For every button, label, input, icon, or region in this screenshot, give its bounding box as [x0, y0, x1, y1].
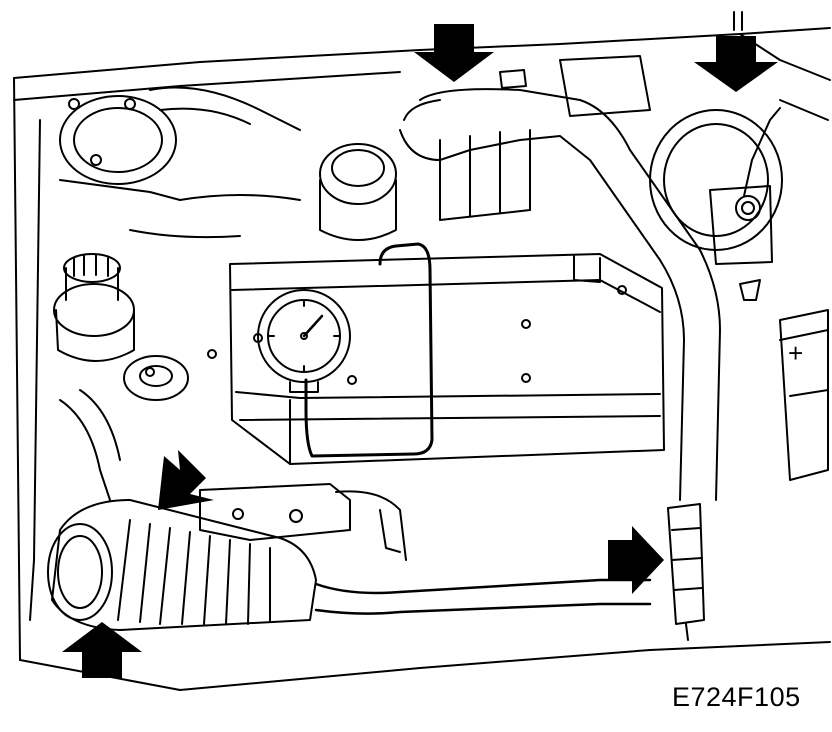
down-arrow-icon: [694, 36, 778, 92]
up-arrow-icon: [62, 622, 142, 678]
valve-cover: [207, 253, 665, 465]
vacuum-gauge: [257, 289, 351, 393]
coolant-expansion-tank: [319, 143, 397, 241]
diagonal-arrow-icon: [158, 450, 214, 510]
battery: [779, 309, 829, 481]
right-arrow-icon: [608, 526, 664, 594]
misc-hoses: [59, 55, 651, 501]
air-intake-hose: [47, 499, 317, 631]
figure-code: E724F105: [672, 682, 801, 712]
oil-filler-cap: [123, 355, 189, 401]
down-arrow-icon: [414, 24, 494, 82]
electrical-connector: [667, 503, 705, 641]
intake-manifold: [199, 483, 407, 561]
engine-bay-frame: [13, 11, 831, 691]
power-steering-reservoir: [53, 253, 135, 362]
brake-booster: [649, 107, 783, 301]
strut-tower: [59, 95, 181, 201]
battery-terminal-symbol: +: [788, 338, 803, 368]
lower-hose: [314, 578, 652, 615]
vacuum-hose: [304, 242, 434, 458]
charge-air-pipe: [399, 88, 721, 501]
